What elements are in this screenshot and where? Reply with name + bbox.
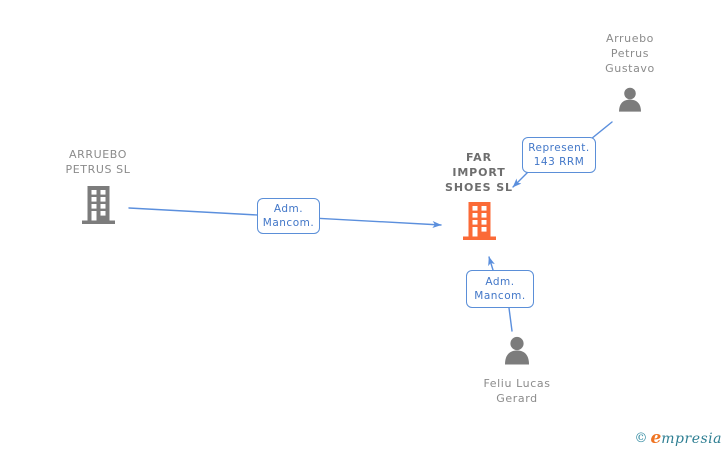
company-name-line: IMPORT	[452, 166, 506, 179]
person-name-line: Feliu Lucas	[483, 377, 551, 390]
company-name-line: ARRUEBO	[68, 148, 128, 161]
edge-box-to-far-import-up-segment	[488, 256, 495, 271]
edge-label-represent-143-rrm[interactable]: Represent. 143 RRM	[522, 137, 596, 173]
edge-label-adm-mancom-bottom[interactable]: Adm. Mancom.	[466, 270, 534, 308]
company-name-line: SHOES SL	[445, 181, 513, 194]
company-name-line: FAR	[466, 151, 492, 164]
edge-label-line: 143 RRM	[533, 156, 585, 168]
node-arruebo-petrus-sl[interactable]: ARRUEBO PETRUS SL	[38, 147, 158, 228]
edge-label-line: Adm.	[273, 203, 304, 215]
edge-gustavo-to-box-segment	[590, 121, 613, 140]
person-name-line: Arruebo	[605, 32, 655, 45]
company-name-line: PETRUS SL	[65, 163, 131, 176]
person-name-line: Gerard	[496, 392, 538, 405]
edge-box-to-far-import-segment	[512, 171, 529, 188]
person-icon	[458, 336, 576, 371]
node-feliu-lucas-gerard[interactable]: Feliu Lucas Gerard	[458, 336, 576, 406]
node-arruebo-petrus-gustavo[interactable]: Arruebo Petrus Gustavo	[578, 31, 682, 118]
copyright-symbol: ©	[634, 431, 648, 446]
edge-label-line: Mancom.	[474, 290, 526, 302]
brand-initial: e	[650, 428, 662, 448]
brand-name: mpresia	[661, 431, 722, 447]
building-icon	[38, 186, 158, 228]
person-name-line: Gustavo	[605, 62, 655, 75]
edge-label-line: Mancom.	[262, 217, 315, 229]
edge-feliu-to-box-segment	[508, 307, 513, 332]
edge-label-line: Represent.	[528, 142, 590, 154]
building-icon	[419, 202, 539, 244]
edge-label-adm-mancom-left[interactable]: Adm. Mancom.	[257, 198, 320, 234]
edge-label-line: Adm.	[485, 276, 515, 288]
empresia-logo[interactable]: ©empresia	[634, 428, 722, 448]
node-far-import-shoes-sl[interactable]: FAR IMPORT SHOES SL	[419, 150, 539, 244]
person-name-line: Petrus	[610, 47, 650, 60]
person-icon	[578, 87, 682, 118]
